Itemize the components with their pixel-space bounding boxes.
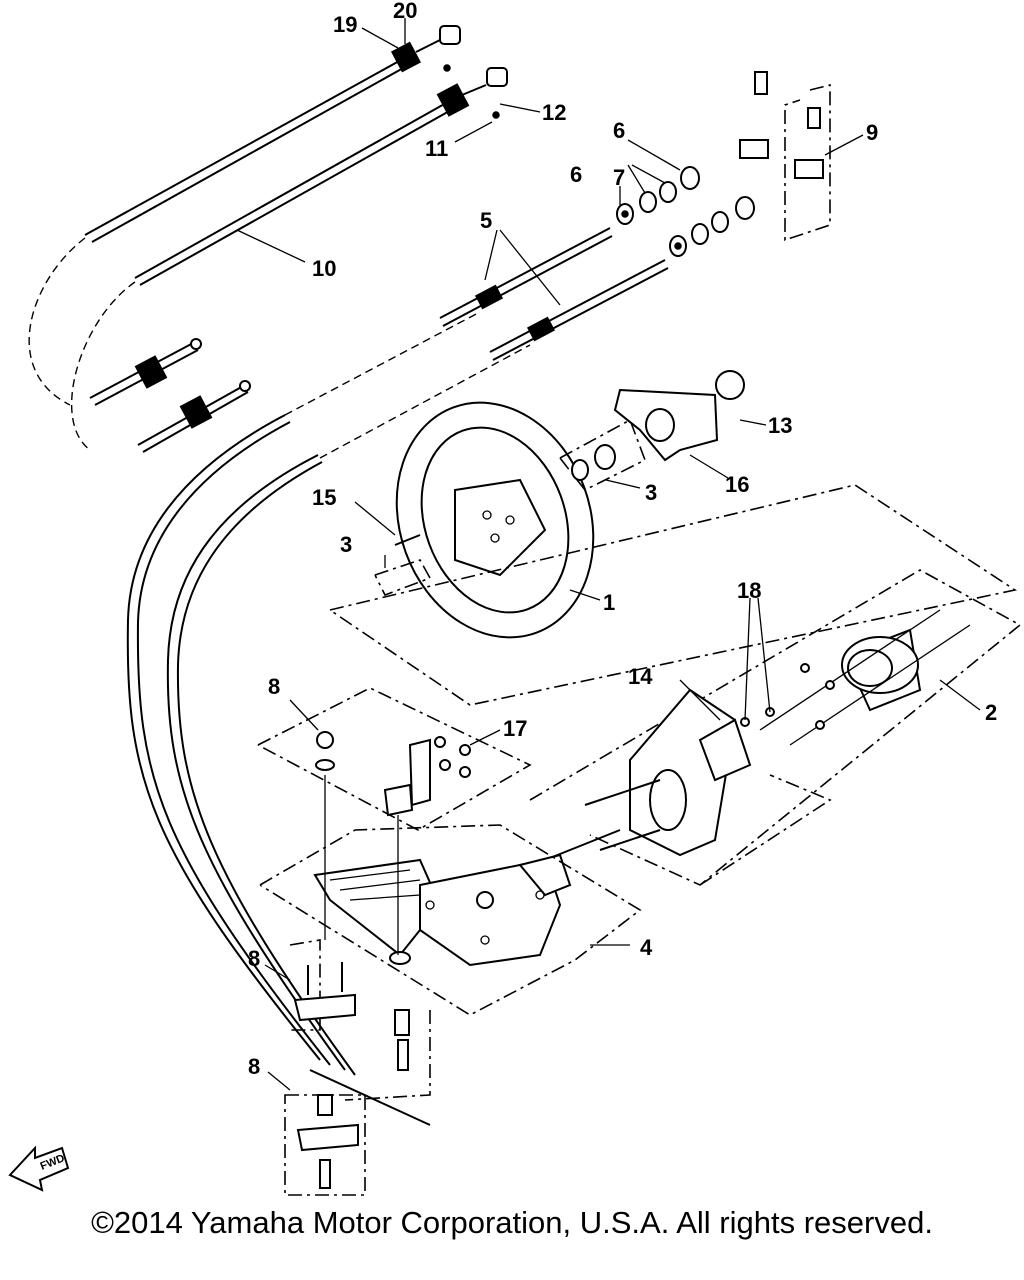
pad-assembly-4 [259,824,642,1016]
upper-bolt [754,71,768,95]
callout-3b: 3 [340,532,352,557]
steering-wheel-1 [374,401,647,639]
callout-8a: 8 [268,674,280,699]
callout-2: 2 [985,700,997,725]
callout-12: 12 [542,100,566,125]
grommet-12 [486,67,508,87]
lower-bolt [807,107,821,129]
clamps-lower [284,939,431,1196]
cable-upper-assembly [28,25,508,451]
leader-lines [236,18,981,1091]
callout-17: 17 [503,716,527,741]
screw-15 [394,534,421,546]
cable-ends-left [89,338,251,453]
callout-1: 1 [603,590,615,615]
lower-joint [794,159,824,179]
callout-14: 14 [628,664,653,689]
callout-numbers: 19 20 12 11 6 7 6 9 5 10 13 16 3 15 3 1 … [248,0,997,1079]
grommet-20 [439,25,461,45]
cap-13 [715,370,745,400]
group-frame-2b [699,774,832,886]
fwd-arrow-icon: FWD [8,1145,70,1192]
callout-9: 9 [866,120,878,145]
callout-6a: 6 [613,118,625,143]
group-frame-2 [529,569,1022,886]
upper-joint [739,139,769,159]
callout-11: 11 [425,136,448,161]
plate-16 [613,370,745,462]
callout-15: 15 [312,485,336,510]
callout-7: 7 [613,165,625,190]
copyright-notice: ©2014 Yamaha Motor Corporation, U.S.A. A… [91,1205,933,1240]
callout-18: 18 [737,578,761,603]
cables-5 [439,166,755,361]
callout-10: 10 [312,256,336,281]
callout-6b: 6 [570,162,582,187]
callout-3a: 3 [645,480,657,505]
callout-4: 4 [640,935,653,960]
callout-19: 19 [333,12,357,37]
group-frame-1 [329,484,1018,706]
clamp-upper [257,687,532,955]
joint-9 [739,71,831,242]
callout-8c: 8 [248,1054,260,1079]
callout-5: 5 [480,208,492,233]
callout-8b: 8 [248,946,260,971]
callout-16: 16 [725,472,749,497]
bracket-14 [698,718,752,782]
cable-loops [126,311,531,1076]
helm-assembly [539,609,971,863]
callout-13: 13 [768,413,792,438]
callout-20: 20 [393,0,417,23]
